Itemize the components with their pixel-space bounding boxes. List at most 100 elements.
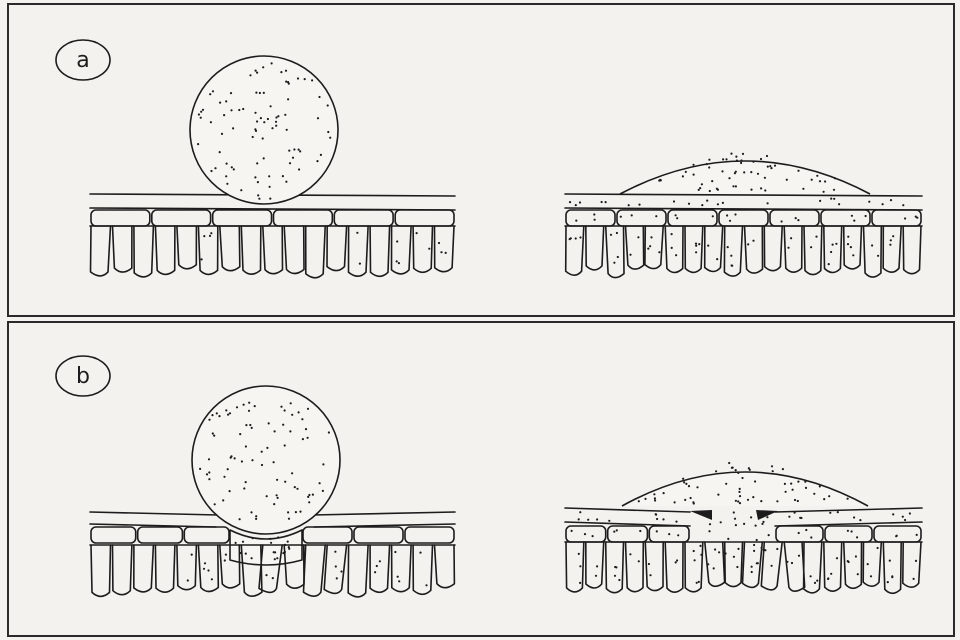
- panel-a-frame: [8, 4, 954, 316]
- stipple-dot: [275, 116, 277, 118]
- membrane-top-line-left: [90, 512, 218, 515]
- stipple-dot: [739, 495, 741, 497]
- stipple-dot: [797, 481, 799, 483]
- stipple-dot: [254, 112, 256, 114]
- stipple-dot: [714, 548, 716, 550]
- stipple-dot: [834, 177, 836, 179]
- stipple-dot: [673, 200, 675, 202]
- stipple-dot: [234, 457, 236, 459]
- stipple-dot: [225, 100, 227, 102]
- stipple-dot: [210, 121, 212, 123]
- stipple-dot: [739, 488, 741, 490]
- stipple-dot: [838, 203, 840, 205]
- columnar-cell: [349, 226, 369, 276]
- stipple-dot: [280, 406, 282, 408]
- stipple-dot: [762, 521, 764, 523]
- columnar-cell: [306, 226, 326, 278]
- stipple-dot: [265, 574, 267, 576]
- stipple-dot: [276, 494, 278, 496]
- stipple-dot: [440, 251, 442, 253]
- stipple-dot: [280, 71, 282, 73]
- stipple-dot: [835, 243, 837, 245]
- stipple-dot: [242, 541, 244, 543]
- stipple-dot: [214, 503, 216, 505]
- stipple-dot: [226, 163, 228, 165]
- epithelial-cell: [770, 210, 819, 226]
- panel-a-left-illustration: [90, 56, 455, 278]
- stipple-dot: [753, 544, 755, 546]
- stipple-dot: [827, 578, 829, 580]
- stipple-dot: [693, 550, 695, 552]
- stipple-dot: [814, 582, 816, 584]
- stipple-dot: [708, 530, 710, 532]
- stipple-dot: [830, 573, 832, 575]
- stipple-dot: [293, 148, 295, 150]
- stipple-dot: [269, 186, 271, 188]
- stipple-dot: [288, 546, 290, 548]
- stipple-dot: [798, 532, 800, 534]
- columnar-cell: [645, 226, 663, 269]
- stipple-dot: [737, 472, 739, 474]
- stipple-dot: [605, 201, 607, 203]
- stipple-dot: [850, 246, 852, 248]
- stipple-dot: [379, 560, 381, 562]
- stipple-dot: [699, 187, 701, 189]
- columnar-cell: [198, 545, 218, 592]
- stipple-dot: [728, 177, 730, 179]
- stipple-dot: [294, 486, 296, 488]
- stipple-dot: [199, 468, 201, 470]
- panel-b: b: [8, 322, 954, 636]
- stipple-dot: [832, 244, 834, 246]
- epithelial-cell: [668, 210, 717, 226]
- stipple-dot: [329, 137, 331, 139]
- stipple-dot: [734, 213, 736, 215]
- stipple-dot: [312, 494, 314, 496]
- epithelial-cell: [91, 210, 150, 226]
- columnar-cell: [91, 545, 111, 596]
- stipple-dot: [668, 533, 670, 535]
- columnar-cell: [665, 542, 683, 592]
- stipple-dot: [248, 410, 250, 412]
- stipple-dot: [579, 201, 581, 203]
- stipple-dot: [197, 143, 199, 145]
- stipple-dot: [616, 529, 618, 531]
- stipple-dot: [887, 581, 889, 583]
- stipple-dot: [263, 92, 265, 94]
- stipple-dot: [575, 220, 577, 222]
- membrane-stipple: [569, 198, 905, 207]
- stipple-dot: [716, 258, 718, 260]
- columnar-cell-row: [90, 226, 455, 278]
- stipple-dot: [902, 204, 904, 206]
- columnar-cell: [566, 226, 584, 275]
- stipple-dot: [794, 499, 796, 501]
- stipple-dot: [233, 168, 235, 170]
- stipple-dot: [328, 431, 330, 433]
- stipple-dot: [739, 502, 741, 504]
- stipple-dot: [263, 121, 265, 123]
- stipple-dot: [902, 516, 904, 518]
- stipple-dot: [727, 246, 729, 248]
- stipple-dot: [707, 245, 709, 247]
- stipple-dot: [692, 164, 694, 166]
- stipple-dot: [747, 499, 749, 501]
- columnar-cell: [824, 542, 842, 591]
- stipple-dot: [770, 167, 772, 169]
- stipple-dot: [258, 198, 260, 200]
- stipple-dot: [275, 125, 277, 127]
- columnar-cell: [764, 226, 782, 271]
- columnar-cell: [883, 226, 901, 272]
- stipple-dot: [904, 519, 906, 521]
- columnar-cell: [134, 545, 154, 592]
- stipple-dot: [870, 575, 872, 577]
- stipple-dot: [755, 525, 757, 527]
- epithelial-cell-row-right: [303, 527, 454, 543]
- stipple-dot: [245, 424, 247, 426]
- stipple-dot: [732, 185, 734, 187]
- stipple-dot: [302, 438, 304, 440]
- stipple-dot: [810, 536, 812, 538]
- stipple-dot: [208, 478, 210, 480]
- stipple-dot: [683, 481, 685, 483]
- stipple-dot: [225, 175, 227, 177]
- stipple-dot: [706, 163, 708, 165]
